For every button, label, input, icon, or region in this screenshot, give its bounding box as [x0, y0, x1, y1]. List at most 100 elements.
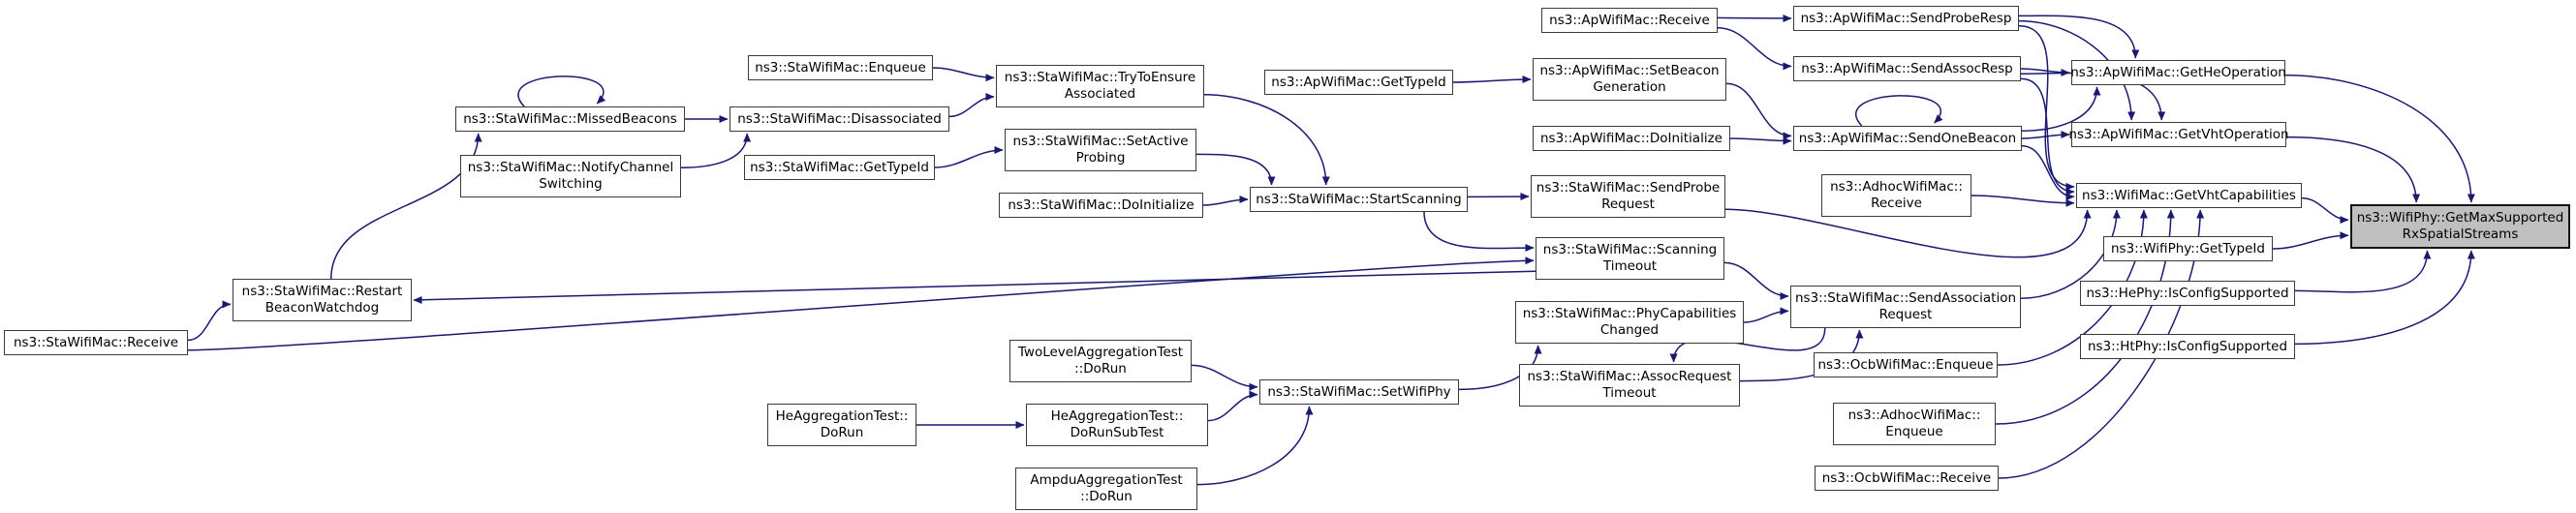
- edge-ap-send-probe-resp--ap-get-vht-operation: [2018, 19, 2136, 121]
- graph-node-label: ns3::StaWifiMac::Restart: [241, 284, 403, 299]
- graph-node-label: ns3::OcbWifiMac::Receive: [1821, 469, 1992, 486]
- edge-sta-notify-channel-switching--sta-disassociated: [680, 133, 752, 168]
- edge-sta-try-to-ensure-associated--sta-start-scanning: [1203, 94, 1330, 186]
- graph-node-label: DoRun: [820, 425, 864, 440]
- graph-node-wifi-phy-get-type-id[interactable]: ns3::WifiPhy::GetTypeId: [2103, 236, 2273, 261]
- edge-ap-do-initialize--ap-send-one-beacon: [1729, 136, 1792, 145]
- edge-wifi-phy-get-type-id--wifi-phy-get-max-supported-rx-spatial-streams: [2272, 231, 2349, 250]
- graph-node-label: ::DoRun: [1074, 361, 1127, 377]
- edge-adhoc-receive--wifi-mac-get-vht-capabilities: [1971, 195, 2075, 207]
- edge-sta-do-initialize--sta-start-scanning: [1202, 196, 1249, 206]
- graph-node-sta-disassociated[interactable]: ns3::StaWifiMac::Disassociated: [729, 106, 949, 132]
- edge-ht-phy-is-config-supported--wifi-phy-get-max-supported-rx-spatial-streams: [2294, 250, 2475, 346]
- edge-sta-receive--sta-restart-beacon-watchdog: [187, 300, 232, 342]
- graph-node-label: ns3::StaWifiMac::GetTypeId: [750, 159, 929, 175]
- edge-wifi-mac-get-vht-capabilities--wifi-phy-get-max-supported-rx-spatial-streams: [2301, 196, 2349, 225]
- graph-node-ap-receive[interactable]: ns3::ApWifiMac::Receive: [1541, 8, 1718, 33]
- graph-node-adhoc-receive[interactable]: ns3::AdhocWifiMac::Receive: [1821, 174, 1971, 217]
- graph-node-label: ns3::StaWifiMac::AssocRequest: [1527, 369, 1732, 384]
- graph-node-ampdu-aggregation-test-do-run[interactable]: AmpduAggregationTest::DoRun: [1015, 468, 1197, 510]
- graph-node-label: Switching: [539, 176, 603, 192]
- graph-node-label: Request: [1601, 196, 1655, 212]
- graph-node-sta-do-initialize[interactable]: ns3::StaWifiMac::DoInitialize: [999, 193, 1203, 218]
- graph-node-label: HeAggregationTest::: [1050, 408, 1184, 424]
- graph-node-ap-get-he-operation[interactable]: ns3::ApWifiMac::GetHeOperation: [2070, 60, 2286, 85]
- graph-node-sta-receive[interactable]: ns3::StaWifiMac::Receive: [4, 330, 188, 355]
- graph-node-label: DoRunSubTest: [1070, 425, 1164, 440]
- graph-node-label: ns3::WifiMac::GetVhtCapabilities: [2082, 187, 2296, 203]
- graph-node-label: ns3::WifiPhy::GetMaxSupported: [2356, 210, 2564, 226]
- graph-node-label: Generation: [1593, 79, 1666, 95]
- edge-sta-set-active-probing--sta-start-scanning: [1195, 153, 1276, 186]
- graph-node-ap-get-type-id[interactable]: ns3::ApWifiMac::GetTypeId: [1264, 70, 1453, 95]
- graph-node-label: ns3::StaWifiMac::Disassociated: [737, 110, 942, 127]
- graph-node-label: Enqueue: [1885, 424, 1943, 439]
- edge-sta-enqueue--sta-try-to-ensure-associated: [932, 67, 995, 82]
- edge-ampdu-aggregation-test-do-run--sta-set-wifi-phy: [1196, 406, 1314, 486]
- graph-node-label: ::DoRun: [1080, 489, 1133, 504]
- edge-sta-send-association-request--sta-assoc-request-timeout: [1669, 327, 1826, 363]
- graph-node-ap-get-vht-operation[interactable]: ns3::ApWifiMac::GetVhtOperation: [2068, 122, 2289, 147]
- graph-node-label: ns3::StaWifiMac::Scanning: [1542, 242, 1718, 257]
- graph-node-ap-send-one-beacon[interactable]: ns3::ApWifiMac::SendOneBeacon: [1793, 126, 2022, 151]
- graph-node-sta-get-type-id[interactable]: ns3::StaWifiMac::GetTypeId: [744, 155, 935, 180]
- edge-ap-set-beacon-generation--ap-send-one-beacon: [1725, 82, 1792, 140]
- graph-node-label: ns3::HePhy::IsConfigSupported: [2086, 285, 2289, 301]
- graph-node-adhoc-enqueue[interactable]: ns3::AdhocWifiMac::Enqueue: [1833, 403, 1996, 445]
- edge-sta-start-scanning--sta-scanning-timeout: [1423, 211, 1535, 253]
- graph-node-label: ns3::StaWifiMac::DoInitialize: [1008, 196, 1195, 213]
- graph-node-he-aggregation-test-do-run[interactable]: HeAggregationTest::DoRun: [767, 404, 916, 446]
- edge-sta-send-probe-request--wifi-mac-get-vht-capabilities: [1724, 208, 2092, 258]
- graph-node-sta-enqueue[interactable]: ns3::StaWifiMac::Enqueue: [748, 55, 933, 80]
- graph-node-wifi-mac-get-vht-capabilities[interactable]: ns3::WifiMac::GetVhtCapabilities: [2076, 183, 2302, 208]
- graph-node-label: TwoLevelAggregationTest: [1017, 345, 1184, 360]
- graph-node-label: Changed: [1599, 322, 1660, 338]
- graph-node-ap-do-initialize[interactable]: ns3::ApWifiMac::DoInitialize: [1533, 126, 1730, 151]
- edge-ap-send-one-beacon--ap-get-he-operation: [2021, 86, 2101, 132]
- graph-node-ap-send-assoc-resp[interactable]: ns3::ApWifiMac::SendAssocResp: [1793, 56, 2021, 81]
- edge-sta-phy-capabilities-changed--sta-send-association-request: [1743, 307, 1789, 323]
- graph-node-label: ns3::StaWifiMac::SendProbe: [1536, 180, 1721, 196]
- graph-node-sta-missed-beacons[interactable]: ns3::StaWifiMac::MissedBeacons: [455, 106, 685, 132]
- graph-node-label: ns3::StaWifiMac::StartScanning: [1256, 191, 1462, 207]
- graph-node-label: ns3::StaWifiMac::NotifyChannel: [467, 160, 674, 175]
- edge-self-loop-ap-send-one-beacon: [1854, 95, 1943, 127]
- graph-node-label: ns3::WifiPhy::GetTypeId: [2110, 240, 2265, 256]
- graph-node-sta-start-scanning[interactable]: ns3::StaWifiMac::StartScanning: [1250, 187, 1468, 212]
- graph-node-label: Associated: [1064, 86, 1136, 102]
- graph-node-ht-phy-is-config-supported[interactable]: ns3::HtPhy::IsConfigSupported: [2080, 334, 2295, 359]
- graph-node-ocb-receive[interactable]: ns3::OcbWifiMac::Receive: [1815, 466, 1999, 491]
- graph-node-he-aggregation-test-do-run-sub-test[interactable]: HeAggregationTest::DoRunSubTest: [1026, 404, 1208, 446]
- edge-sta-get-type-id--sta-set-active-probing: [934, 146, 1004, 168]
- graph-node-label: ns3::ApWifiMac::Receive: [1549, 12, 1710, 28]
- edge-ap-send-probe-resp--ap-get-he-operation: [2018, 15, 2140, 59]
- graph-node-label: ns3::ApWifiMac::GetHeOperation: [2070, 64, 2286, 80]
- graph-node-ap-send-probe-resp[interactable]: ns3::ApWifiMac::SendProbeResp: [1793, 6, 2019, 31]
- graph-node-label: Request: [1878, 307, 1933, 322]
- graph-node-two-level-aggregation-test-do-run[interactable]: TwoLevelAggregationTest::DoRun: [1009, 340, 1192, 382]
- edge-sta-send-association-request--wifi-mac-get-vht-capabilities: [2020, 209, 2121, 299]
- graph-node-sta-set-wifi-phy[interactable]: ns3::StaWifiMac::SetWifiPhy: [1259, 379, 1459, 405]
- edge-sta-scanning-timeout--sta-send-association-request: [1723, 261, 1789, 300]
- graph-node-he-phy-is-config-supported[interactable]: ns3::HePhy::IsConfigSupported: [2080, 281, 2295, 306]
- graph-node-label: ns3::StaWifiMac::SendAssociation: [1794, 290, 2017, 306]
- graph-node-label: ns3::StaWifiMac::PhyCapabilities: [1522, 306, 1737, 321]
- edge-ap-get-type-id--ap-set-beacon-generation: [1452, 75, 1532, 84]
- edge-ap-get-vht-operation--wifi-phy-get-max-supported-rx-spatial-streams: [2285, 136, 2421, 203]
- graph-node-label: RxSpatialStreams: [2402, 226, 2519, 242]
- edge-he-aggregation-test-do-run-sub-test--sta-set-wifi-phy: [1207, 390, 1258, 422]
- graph-node-ocb-enqueue[interactable]: ns3::OcbWifiMac::Enqueue: [1814, 352, 1998, 377]
